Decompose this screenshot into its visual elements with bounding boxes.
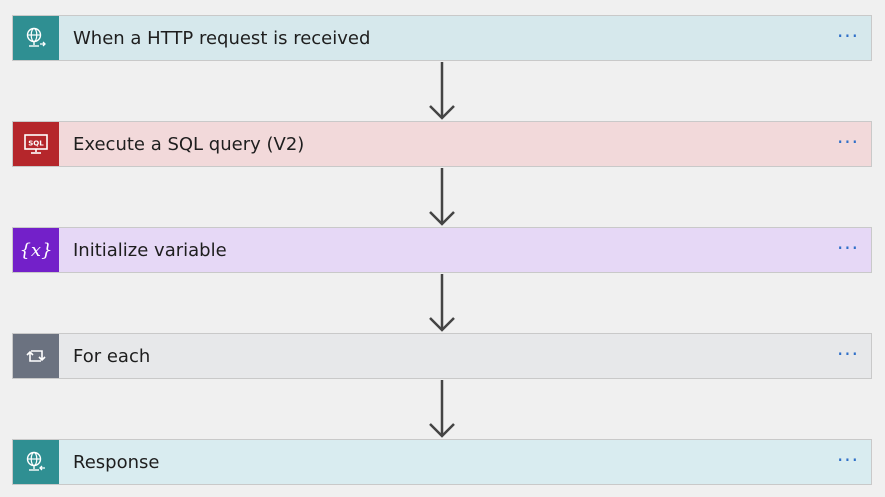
sql-server-icon: SQL: [13, 122, 59, 166]
more-options-button[interactable]: ···: [836, 130, 860, 154]
connector-arrow: [429, 62, 455, 120]
step-card-response[interactable]: Response ···: [12, 439, 872, 485]
connector-arrow: [429, 274, 455, 332]
step-card-sql-query[interactable]: SQL Execute a SQL query (V2) ···: [12, 121, 872, 167]
http-request-globe-icon: [13, 16, 59, 60]
step-card-initialize-variable[interactable]: {x} Initialize variable ···: [12, 227, 872, 273]
step-title: Response: [73, 451, 160, 473]
connector-arrow: [429, 168, 455, 226]
variable-icon-glyph: {x}: [19, 239, 53, 261]
step-card-http-request[interactable]: When a HTTP request is received ···: [12, 15, 872, 61]
svg-text:SQL: SQL: [28, 140, 44, 148]
more-options-button[interactable]: ···: [836, 342, 860, 366]
more-options-button[interactable]: ···: [836, 448, 860, 472]
step-title: When a HTTP request is received: [73, 27, 371, 49]
step-title: Execute a SQL query (V2): [73, 133, 305, 155]
loop-icon: [13, 334, 59, 378]
connector-arrow: [429, 380, 455, 438]
variable-braces-icon: {x}: [13, 228, 59, 272]
step-card-for-each[interactable]: For each ···: [12, 333, 872, 379]
step-title: Initialize variable: [73, 239, 227, 261]
more-options-button[interactable]: ···: [836, 24, 860, 48]
http-response-globe-icon: [13, 440, 59, 484]
more-options-button[interactable]: ···: [836, 236, 860, 260]
step-title: For each: [73, 345, 151, 367]
